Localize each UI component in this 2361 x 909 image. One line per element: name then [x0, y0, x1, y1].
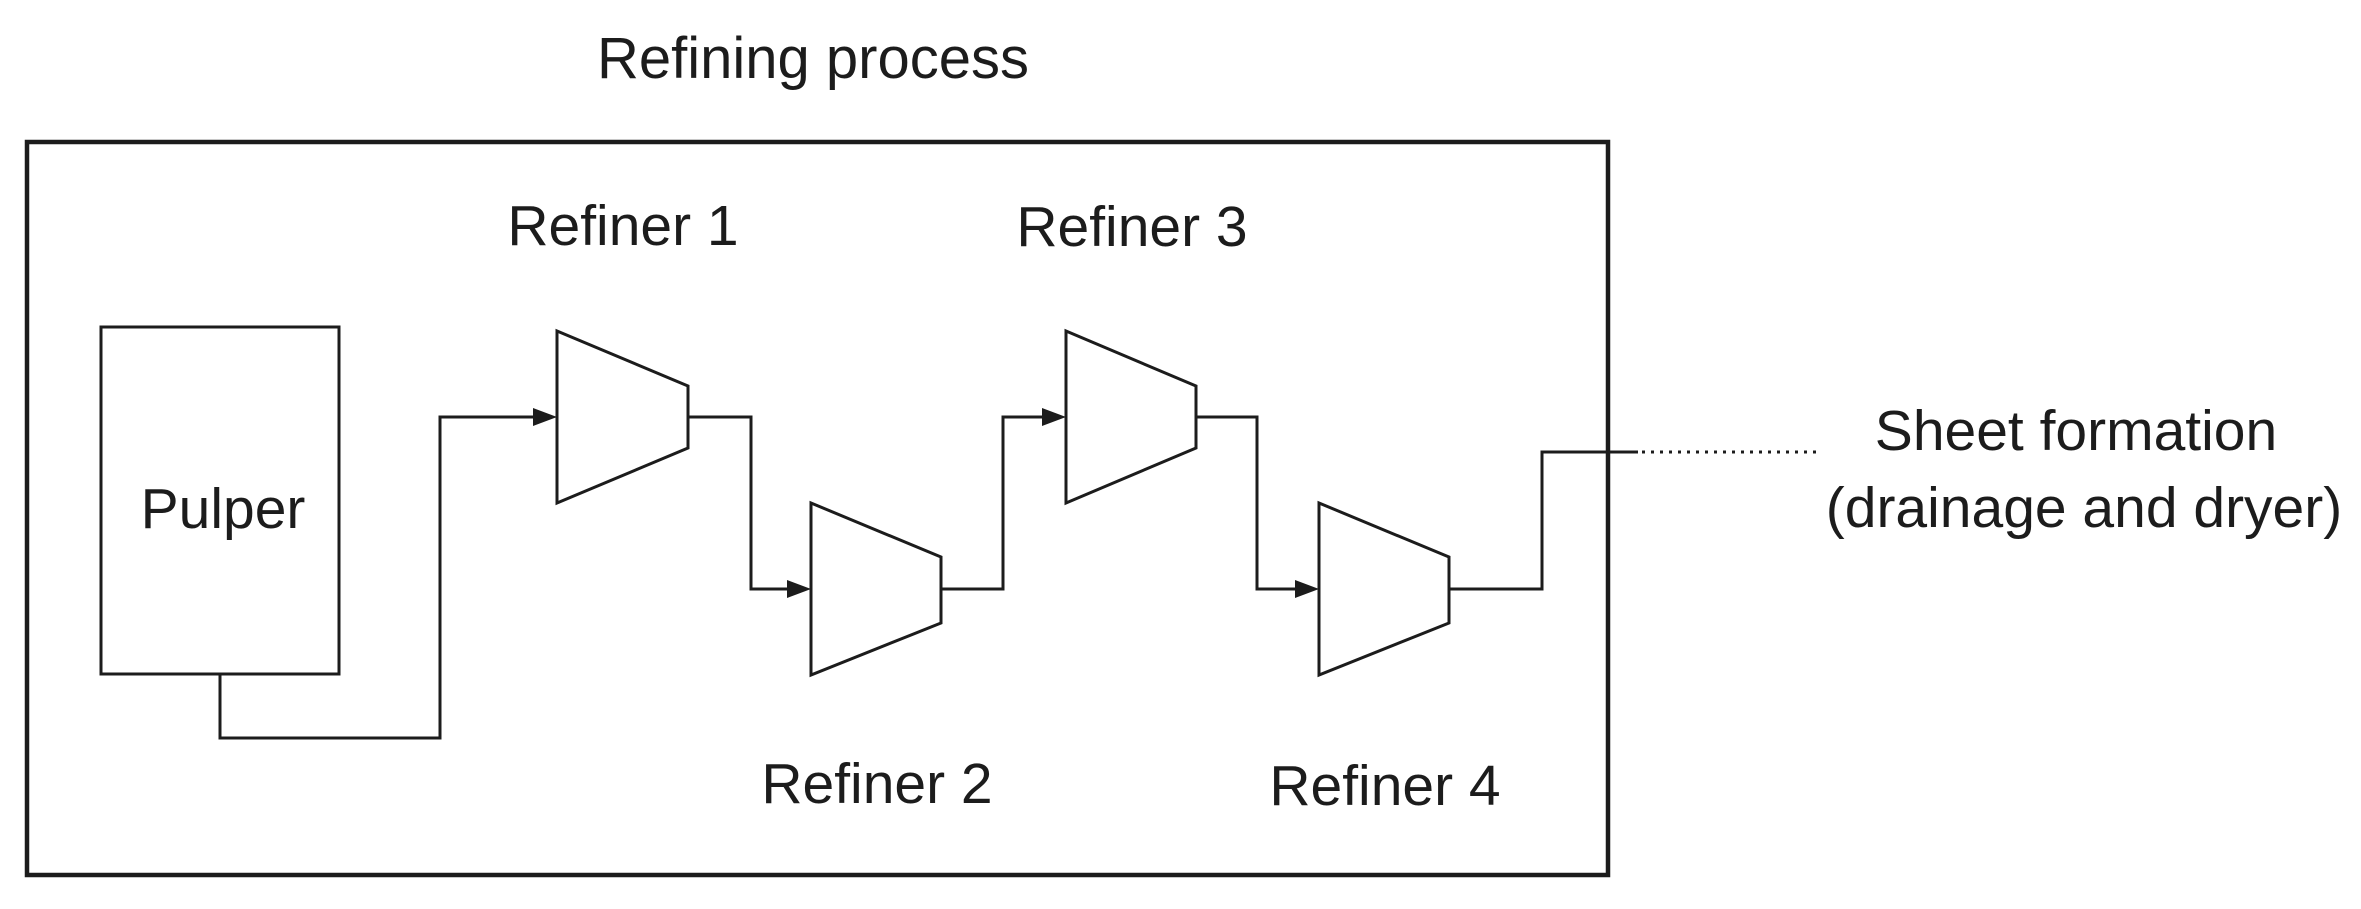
refiner2-label: Refiner 2	[761, 752, 992, 816]
sheet-formation-label-line1: Sheet formation	[1875, 399, 2277, 463]
connector-refiner2-to-refiner3	[941, 415, 1044, 591]
connector-refiner1-to-refiner2	[688, 415, 789, 591]
refiner3-shape	[1064, 328, 1198, 506]
pulper-label: Pulper	[141, 477, 306, 541]
diagram-title: Refining process	[597, 26, 1029, 91]
pulper-box	[99, 325, 341, 676]
refiner1-label: Refiner 1	[507, 194, 738, 258]
connector-refiner3-to-refiner4	[1196, 415, 1297, 591]
arrowhead-refiner1	[533, 408, 557, 426]
refiner3-label: Refiner 3	[1016, 195, 1247, 259]
arrowhead-refiner4	[1295, 580, 1319, 598]
refiner2-shape	[809, 500, 943, 678]
refiner4-shape	[1317, 500, 1451, 678]
connector-pulper-to-refiner1	[218, 415, 535, 740]
arrowhead-refiner3	[1042, 408, 1066, 426]
process-boundary-box	[24, 139, 1611, 878]
connector-refiner4-to-output	[1449, 450, 1638, 591]
arrowhead-refiner2	[787, 580, 811, 598]
refiner4-label: Refiner 4	[1269, 754, 1500, 818]
sheet-formation-label-line2: (drainage and dryer)	[1826, 476, 2342, 540]
refiner1-shape	[555, 328, 690, 506]
